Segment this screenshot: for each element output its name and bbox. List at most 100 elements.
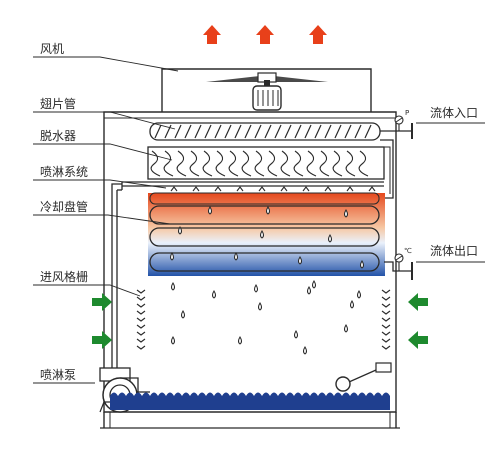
air-inflow-arrow-icon <box>92 293 112 311</box>
spray-nozzle-icon <box>214 186 222 192</box>
demister-blade <box>358 150 369 177</box>
grille-louver <box>136 331 146 336</box>
fin <box>354 124 362 139</box>
demister-blade <box>332 150 343 177</box>
grille-louver <box>381 331 391 336</box>
fin <box>274 124 282 139</box>
water-drop-icon <box>212 290 216 299</box>
demister-blade <box>215 150 226 177</box>
fin <box>234 124 242 139</box>
leader-lines <box>33 56 485 384</box>
air-inlet-grille-left <box>136 289 146 350</box>
fin <box>254 124 262 139</box>
water-drop-icon <box>298 256 302 265</box>
fin <box>314 124 322 139</box>
water-basin <box>110 392 390 410</box>
water-drop-icon <box>266 206 270 215</box>
tower-legs <box>100 412 400 429</box>
water-drop-icon <box>170 252 174 261</box>
label-air-inlet-grille: 进风格栅 <box>40 269 88 284</box>
cooling-coil <box>148 192 385 276</box>
finned-tube <box>149 122 381 141</box>
spray-nozzle-icon <box>280 186 288 192</box>
coil-connection-pipe <box>380 139 394 199</box>
thermometer-icon <box>394 253 404 271</box>
grille-louver <box>136 310 146 315</box>
fin <box>164 124 172 139</box>
fin <box>214 124 222 139</box>
grille-louver <box>381 310 391 315</box>
grille-louver <box>381 296 391 301</box>
label-fan: 风机 <box>40 42 64 56</box>
fin <box>264 124 272 139</box>
fluid-inlet-port: P <box>380 109 413 139</box>
grille-louver <box>136 324 146 329</box>
grille-louver <box>381 303 391 308</box>
water-drop-icon <box>254 284 258 293</box>
fin <box>284 124 292 139</box>
grille-louver <box>381 324 391 329</box>
label-spray-system: 喷淋系统 <box>40 165 88 179</box>
label-spray-pump: 喷淋泵 <box>40 368 76 382</box>
demister-blade <box>241 150 252 177</box>
water-drop-icon <box>357 290 361 299</box>
water-drop-icon <box>344 209 348 218</box>
demister-blade <box>228 150 239 177</box>
grille-louver <box>136 303 146 308</box>
water-drop-icon <box>178 226 182 235</box>
fin <box>154 124 162 139</box>
water-drop-icon <box>307 286 311 295</box>
fan-housing <box>161 68 372 112</box>
water-drops <box>170 206 364 355</box>
fin <box>324 124 332 139</box>
water-drop-icon <box>171 282 175 291</box>
fin <box>194 124 202 139</box>
air-inflow-arrow-icon <box>408 293 428 311</box>
spray-nozzle-icon <box>192 186 200 192</box>
pressure-gauge-icon <box>394 115 404 131</box>
spray-nozzle-icon <box>346 186 354 192</box>
water-drop-icon <box>258 302 262 311</box>
water-drop-icon <box>312 280 316 289</box>
grille-louver <box>136 338 146 343</box>
exhaust-arrow-icon <box>256 25 274 44</box>
water-drop-icon <box>294 330 298 339</box>
spray-pump-loop <box>111 182 123 368</box>
spray-system <box>122 181 384 192</box>
fin <box>184 124 192 139</box>
grille-louver <box>381 289 391 294</box>
demister-blade <box>202 150 213 177</box>
grille-louver <box>136 289 146 294</box>
thermometer-symbol: ℃ <box>404 247 412 255</box>
spray-nozzle-icon <box>302 186 310 192</box>
demister-blade <box>267 150 278 177</box>
fin <box>364 124 372 139</box>
label-finned-tube: 翅片管 <box>40 96 76 111</box>
grille-louver <box>136 345 146 350</box>
air-inflow-arrow-icon <box>408 331 428 349</box>
demister-blade <box>176 150 187 177</box>
spray-nozzle-icon <box>170 186 178 192</box>
demister <box>147 146 385 180</box>
label-fluid-outlet: 流体出口 <box>430 244 478 258</box>
spray-nozzle-icon <box>368 186 376 192</box>
demister-blade <box>306 150 317 177</box>
grille-louver <box>136 296 146 301</box>
spray-nozzle-icon <box>258 186 266 192</box>
water-drop-icon <box>181 310 185 319</box>
demister-blade <box>345 150 356 177</box>
demister-blade <box>254 150 265 177</box>
demister-blade <box>150 150 161 177</box>
exhaust-arrow-icon <box>203 25 221 44</box>
grille-louver <box>381 317 391 322</box>
fluid-outlet-port: ℃ <box>384 247 413 280</box>
water-drop-icon <box>350 300 354 309</box>
label-demister: 脱水器 <box>40 128 76 143</box>
air-inflow-arrow-icon <box>92 331 112 349</box>
fin <box>204 124 212 139</box>
exhaust-arrow-icon <box>309 25 327 44</box>
spray-nozzle-icon <box>236 186 244 192</box>
demister-blade <box>163 150 174 177</box>
grille-louver <box>381 345 391 350</box>
fan-icon <box>206 72 328 111</box>
